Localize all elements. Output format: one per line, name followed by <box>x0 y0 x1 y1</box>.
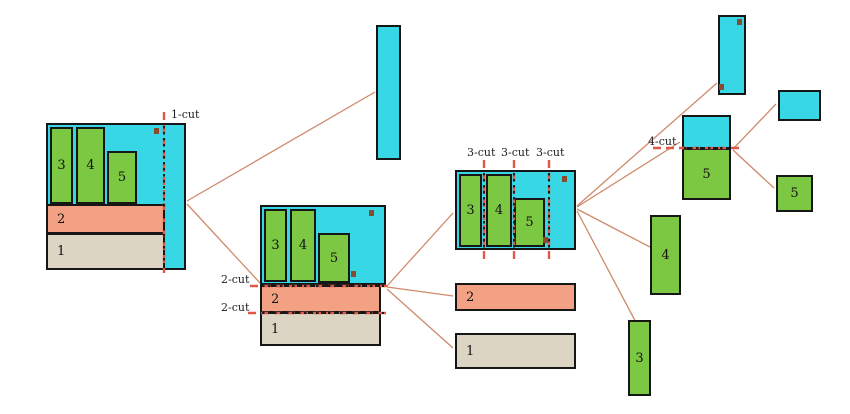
stage4-piece-5: 5 <box>682 148 731 200</box>
piece-label: 3 <box>271 238 280 253</box>
stage2-piece-5: 5 <box>318 233 350 283</box>
piece-label: 1 <box>466 343 475 359</box>
final-cyan-tall <box>718 15 746 95</box>
piece-label: 5 <box>117 170 127 185</box>
defect-marker <box>543 237 548 243</box>
final-piece-5: 5 <box>776 175 813 212</box>
connector-line <box>732 103 777 150</box>
piece-label: 1 <box>271 321 280 337</box>
connector-line <box>386 286 454 297</box>
piece-label: 4 <box>494 203 504 218</box>
cut-label-4: 4-cut <box>648 135 677 148</box>
cut-label-3c: 3-cut <box>536 146 565 159</box>
piece-label: 3 <box>635 350 644 366</box>
connector-line <box>576 141 681 208</box>
cut-label-3a: 3-cut <box>467 146 496 159</box>
piece-label: 5 <box>329 250 339 266</box>
piece-label: 5 <box>525 215 534 230</box>
connector-line <box>386 212 454 287</box>
stage1-piece-1: 1 <box>46 233 165 270</box>
final-piece-4: 4 <box>650 215 681 295</box>
piece-label: 4 <box>661 247 670 263</box>
defect-marker <box>562 176 567 182</box>
connector-line <box>576 208 651 248</box>
piece-label: 2 <box>57 211 66 227</box>
offcut-piece-2: 2 <box>455 283 576 311</box>
final-cyan-small <box>778 90 821 121</box>
offcut-piece-1: 1 <box>455 333 576 369</box>
cut-label-3b: 3-cut <box>501 146 530 159</box>
stage3-piece-4: 4 <box>486 174 512 247</box>
piece-label: 3 <box>466 203 475 218</box>
final-piece-3: 3 <box>628 320 651 396</box>
stage3-piece-5: 5 <box>514 198 545 247</box>
piece-label: 4 <box>86 158 95 173</box>
piece-label: 2 <box>466 289 475 305</box>
piece-label: 1 <box>57 244 66 259</box>
stage1-piece-2: 2 <box>46 204 165 234</box>
stage3-piece-3: 3 <box>459 174 482 247</box>
piece-label: 5 <box>702 166 711 182</box>
stage1-piece-4: 4 <box>76 127 105 204</box>
connector-line <box>576 210 641 331</box>
cut-label-2a: 2-cut <box>221 273 250 286</box>
stage2-piece-2: 2 <box>260 285 381 313</box>
cut-label-1: 1-cut <box>171 108 200 121</box>
cut-label-2b: 2-cut <box>221 301 250 314</box>
stage2-piece-1: 1 <box>260 312 381 346</box>
stage2-piece-4: 4 <box>290 209 316 282</box>
offcut-cyan-strip <box>376 25 401 160</box>
defect-marker <box>351 271 356 277</box>
defect-marker <box>369 210 374 216</box>
stage4-cyan-part <box>682 115 731 149</box>
piece-label: 4 <box>298 238 308 253</box>
defect-marker <box>737 19 742 25</box>
stage1-piece-3: 3 <box>50 127 73 204</box>
piece-label: 2 <box>271 291 280 307</box>
defect-marker <box>154 128 159 134</box>
stage2-piece-3: 3 <box>264 209 287 282</box>
defect-marker <box>719 84 724 90</box>
connector-line <box>732 149 775 189</box>
piece-label: 5 <box>790 186 799 201</box>
connector-line <box>186 203 261 284</box>
stage1-piece-5: 5 <box>107 151 137 204</box>
connector-line <box>186 91 376 202</box>
connector-line <box>386 288 454 349</box>
piece-label: 3 <box>57 158 66 173</box>
